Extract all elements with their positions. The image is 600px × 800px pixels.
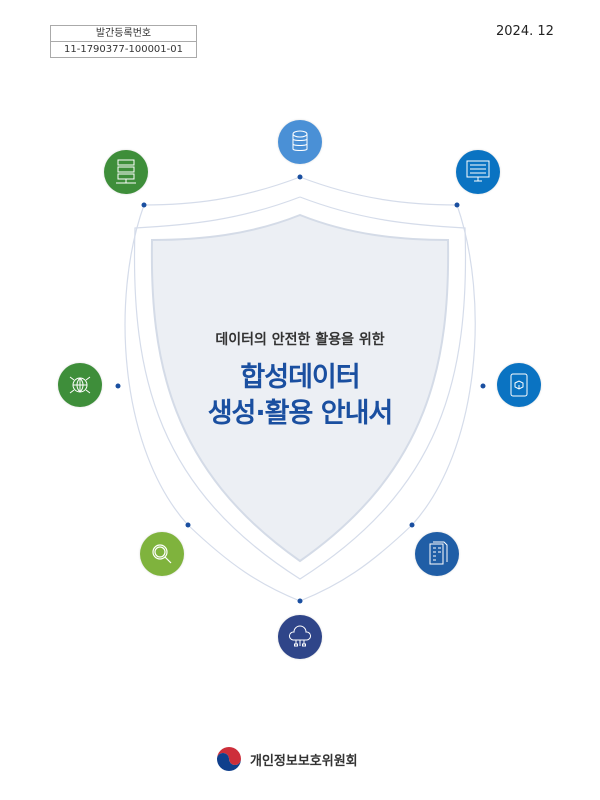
subtitle: 데이터의 안전한 활용을 위한	[215, 332, 385, 348]
government-emblem-icon	[217, 747, 241, 771]
globe-network-icon	[58, 363, 102, 407]
publication-date: 2024. 12	[496, 24, 554, 39]
magnifier-icon	[140, 532, 184, 576]
cloud-icon	[278, 615, 322, 659]
database-icon	[278, 120, 322, 164]
registration-number-box: 발간등록번호 11-1790377-100001-01	[50, 25, 197, 58]
title-line-1: 합성데이터	[240, 362, 360, 393]
box-device-icon	[497, 363, 541, 407]
registration-label: 발간등록번호	[51, 26, 196, 42]
registration-number: 11-1790377-100001-01	[64, 44, 183, 55]
title-line-2: 생성·활용 안내서	[207, 398, 394, 429]
monitor-icon	[456, 150, 500, 194]
document-icon	[415, 532, 459, 576]
publisher-logo: 개인정보보호위원회	[214, 744, 358, 774]
server-icon	[104, 150, 148, 194]
publisher-name: 개인정보보호위원회	[250, 753, 358, 769]
